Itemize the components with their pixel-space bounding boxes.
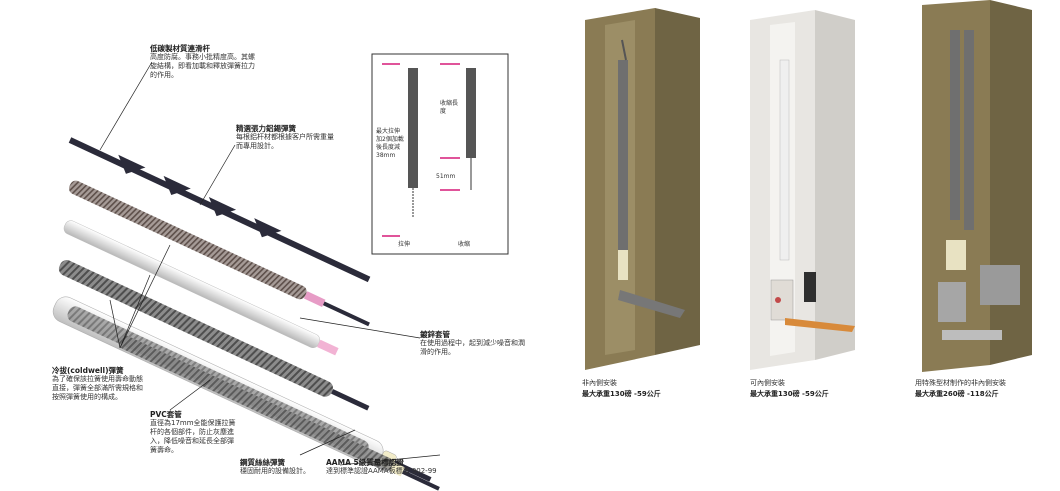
callout-guide-sleeve: 鍍鋅套管 在使用過程中，起到減少噪音和潤滑的作用。 (420, 330, 530, 357)
caption-1-line2: 最大承重130磅 -59公斤 (582, 390, 661, 398)
inset-extended-note: 加2個加載後長度減 (376, 136, 404, 151)
callout-steel-spring: 鋼質絲絲彈簧 穩固耐用的設備設計。 (240, 458, 320, 476)
callout-guide-sleeve-title: 鍍鋅套管 (420, 330, 450, 339)
inset-max-text: 最大拉伸 (376, 128, 401, 135)
inset-38mm: 38mm (376, 152, 396, 159)
callout-aama: AAMA 5級質量標認證 達到標準認證AAMA板標準 902-99 (326, 458, 446, 476)
callout-coldwell-body: 為了確保該拉簧使用壽命動態直接，彈簧全部滿所需規格和按照彈簧使用的構成。 (52, 375, 143, 401)
caption-3-line1: 用特殊型材制作的非內側安裝 (915, 379, 1006, 387)
callout-tension-spring: 精選張力鋁錫彈簧 每根鋁杆材都根據客户所需重量而專用設計。 (236, 124, 336, 151)
caption-install-1: 非內側安裝 最大承重130磅 -59公斤 (582, 378, 732, 400)
callout-aama-body: 達到標準認證AAMA板標準 902-99 (326, 467, 437, 475)
installation-illustrations (585, 0, 1032, 372)
exploded-balance-illustration (52, 53, 509, 491)
caption-3-line2: 最大承重260磅 -118公斤 (915, 390, 999, 398)
inset-retract-label: 收缩 (458, 241, 471, 248)
install-special-profile (922, 0, 1032, 372)
extension-inset (371, 53, 509, 255)
callout-steel-title: 鋼質絲絲彈簧 (240, 458, 285, 467)
callout-pvc-title: PVC套管 (150, 410, 182, 419)
inner-white-tube (63, 220, 339, 356)
callout-spiral-rod-title: 低碳製材質連滑杆 (150, 44, 210, 53)
leader-lines (99, 61, 441, 466)
callout-spiral-rod-body: 高度防腐。事務小批精度高。其螺旋結構，即看加載和釋放彈簧拉力的作用。 (150, 53, 255, 79)
steel-spring-tube (119, 335, 440, 491)
inset-pull-label: 拉伸 (398, 241, 411, 248)
coldwell-spring (58, 260, 370, 411)
caption-1-line1: 非內側安裝 (582, 379, 617, 387)
caption-2-line1: 可內側安裝 (750, 379, 785, 387)
callout-aama-title: AAMA 5級質量標認證 (326, 458, 404, 467)
install-non-inner (585, 8, 700, 370)
callout-tension-spring-body: 每根鋁杆材都根據客户所需重量而專用設計。 (236, 133, 334, 150)
install-inner (750, 10, 855, 370)
callout-steel-body: 穩固耐用的設備設計。 (240, 467, 310, 475)
callout-pvc-body: 直徑為17mm全能保護拉簧杆的各個部件，防止灰塵進入，降低噪音和延長全部彈簧壽命… (150, 419, 236, 454)
callout-tension-spring-title: 精選張力鋁錫彈簧 (236, 124, 296, 133)
inset-max-label: 最大拉伸 加2個加載後長度減 38mm (376, 128, 406, 160)
caption-install-3: 用特殊型材制作的非內側安裝 最大承重260磅 -118公斤 (915, 378, 1060, 400)
callout-coldwell-spring: 冷拔(coldwell)彈簧 為了確保該拉簧使用壽命動態直接，彈簧全部滿所需規格… (52, 366, 148, 402)
inset-short-label: 收縮長度 (440, 100, 459, 115)
callout-guide-sleeve-body: 在使用過程中，起到減少噪音和潤滑的作用。 (420, 339, 525, 356)
callout-pvc-sleeve: PVC套管 直徑為17mm全能保護拉簧杆的各個部件，防止灰塵進入，降低噪音和延長… (150, 410, 240, 455)
spiral-rod (68, 137, 371, 283)
caption-2-line2: 最大承重130磅 -59公斤 (750, 390, 829, 398)
caption-install-2: 可內側安裝 最大承重130磅 -59公斤 (750, 378, 900, 400)
right-panel-installations: 非內側安裝 最大承重130磅 -59公斤 可內側安裝 最大承重130磅 -59公… (560, 0, 1060, 491)
callout-coldwell-title: 冷拔(coldwell)彈簧 (52, 366, 124, 375)
tension-spring (69, 180, 370, 327)
callout-spiral-rod: 低碳製材質連滑杆 高度防腐。事務小批精度高。其螺旋結構，即看加載和釋放彈簧拉力的… (150, 44, 260, 80)
left-panel-exploded-diagram: 低碳製材質連滑杆 高度防腐。事務小批精度高。其螺旋結構，即看加載和釋放彈簧拉力的… (52, 44, 530, 491)
inset-51mm: 51mm (436, 173, 456, 180)
